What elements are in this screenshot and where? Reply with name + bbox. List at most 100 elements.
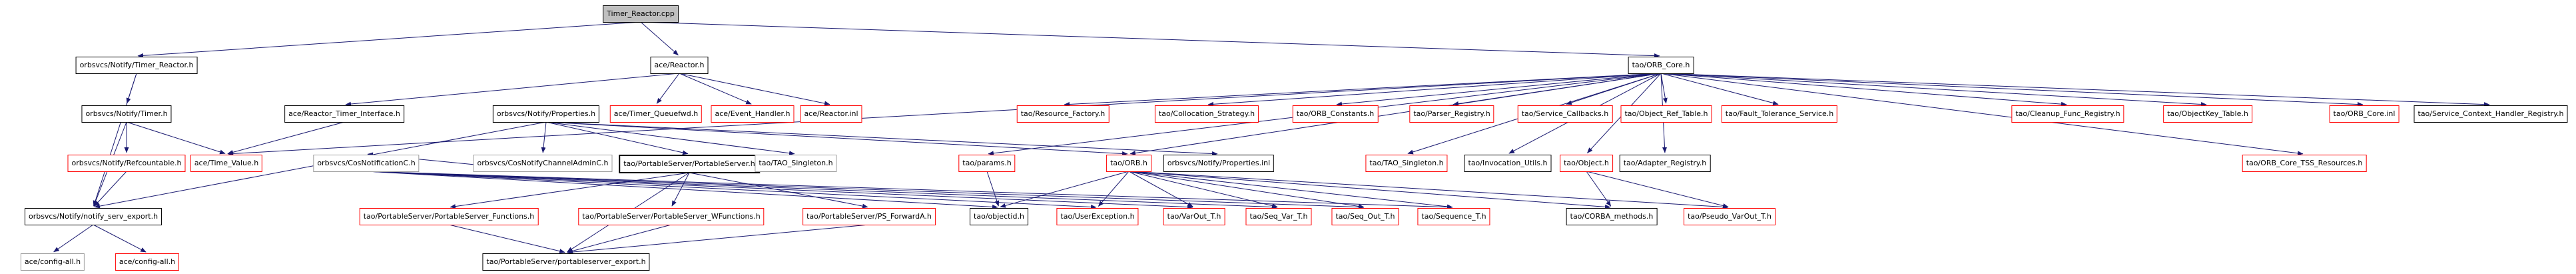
edge-notify-properties-h--tao-portableserver-h xyxy=(545,121,689,155)
graph-node-notify-serv-export-h[interactable]: orbsvcs/Notify/notify_serv_export.h xyxy=(24,208,162,225)
graph-node-notify-refcountable-h[interactable]: orbsvcs/Notify/Refcountable.h xyxy=(67,155,186,172)
edge-notify-timer-reactor-h--notify-serv-export-h xyxy=(93,73,137,207)
graph-node-tao-portableserver-h[interactable]: tao/PortableServer/PortableServer.h xyxy=(619,155,760,173)
graph-node-tao-invocation-utils-h[interactable]: tao/Invocation_Utils.h xyxy=(1464,155,1552,172)
edge-tao-orb-h--tao-userexception-h xyxy=(1098,171,1129,207)
edge-notify-properties-h--tao-tao-singleton-h-1 xyxy=(545,121,795,156)
graph-node-ps-functions-h[interactable]: tao/PortableServer/PortableServer_Functi… xyxy=(359,208,539,225)
edge-tao-portableserver-h--ps-forwarda-h xyxy=(689,172,868,209)
graph-node-notify-timer-reactor-h[interactable]: orbsvcs/Notify/Timer_Reactor.h xyxy=(75,57,198,74)
edge-tao-orb-h--tao-pseudo-varout-t-h xyxy=(1128,171,1729,209)
graph-node-tao-orb-h[interactable]: tao/ORB.h xyxy=(1106,155,1151,172)
edge-notify-properties-h--cosnotifychanneladminc-h xyxy=(541,121,547,153)
edge-timer-reactor-cpp--tao-orb-core-h xyxy=(640,21,1660,59)
graph-node-tao-parser-registry-h[interactable]: tao/Parser_Registry.h xyxy=(1409,105,1494,123)
graph-node-tao-fault-tolerance-service-h[interactable]: tao/Fault_Tolerance_Service.h xyxy=(1721,105,1838,123)
graph-node-ace-reactor-h[interactable]: ace/Reactor.h xyxy=(650,57,709,74)
edge-cosnotificationc-h--tao-seq-var-t-h xyxy=(366,171,1278,210)
edge-ace-reactor-h--ace-reactor-inl xyxy=(679,73,830,106)
graph-node-tao-orb-core-h[interactable]: tao/ORB_Core.h xyxy=(1628,57,1694,74)
edge-notify-refcountable-h--notify-serv-export-h xyxy=(94,171,127,207)
edge-tao-portableserver-h--ps-functions-h xyxy=(450,172,690,209)
graph-node-tao-cleanup-func-registry-h[interactable]: tao/Cleanup_Func_Registry.h xyxy=(2011,105,2124,123)
graph-node-tao-collocation-strategy-h[interactable]: tao/Collocation_Strategy.h xyxy=(1154,105,1259,123)
graph-node-ace-reactor-inl[interactable]: ace/Reactor.inl xyxy=(800,105,862,123)
graph-node-notify-properties-h[interactable]: orbsvcs/Notify/Properties.h xyxy=(492,105,600,123)
edge-tao-orb-core-h--tao-collocation-strategy-h xyxy=(1207,73,1662,107)
graph-node-tao-seq-out-t-h[interactable]: tao/Seq_Out_T.h xyxy=(1331,208,1399,225)
graph-node-ace-config-all-h-1[interactable]: ace/config-all.h xyxy=(20,253,85,271)
graph-node-tao-object-h[interactable]: tao/Object.h xyxy=(1560,155,1613,172)
edge-tao-object-h--tao-pseudo-varout-t-h xyxy=(1586,171,1729,208)
edge-notify-serv-export-h--ace-config-all-h-2 xyxy=(93,224,147,253)
edge-tao-orb-h--tao-varout-t-h xyxy=(1128,171,1193,207)
graph-node-tao-userexception-h[interactable]: tao/UserException.h xyxy=(1056,208,1139,225)
graph-node-notify-timer-h[interactable]: orbsvcs/Notify/Timer.h xyxy=(81,105,172,123)
edge-tao-params-h--tao-objectid-h xyxy=(986,171,1000,207)
edge-timer-reactor-cpp--notify-timer-reactor-h xyxy=(137,21,641,58)
graph-node-tao-varout-t-h[interactable]: tao/VarOut_T.h xyxy=(1163,208,1225,225)
edge-notify-serv-export-h--ace-config-all-h-1 xyxy=(53,224,94,253)
edge-notify-properties-h--tao-orb-h xyxy=(545,121,1128,156)
edge-tao-orb-core-h--tao-orb-core-inl xyxy=(1660,73,2364,107)
graph-node-tao-orb-constants-h[interactable]: tao/ORB_Constants.h xyxy=(1292,105,1379,123)
edge-ps-forwarda-h--portableserver-export-h xyxy=(567,224,870,255)
edge-tao-portableserver-h--ps-wfunctions-h xyxy=(671,172,690,207)
edge-tao-orb-core-h--tao-cleanup-func-registry-h xyxy=(1660,73,2067,107)
graph-node-notify-properties-inl[interactable]: orbsvcs/Notify/Properties.inl xyxy=(1163,155,1275,172)
graph-node-tao-pseudo-varout-t-h[interactable]: tao/Pseudo_VarOut_T.h xyxy=(1684,208,1775,225)
edge-cosnotificationc-h--tao-seq-out-t-h xyxy=(366,171,1365,210)
edge-tao-orb-h--tao-corba-methods-h xyxy=(1128,171,1611,209)
edge-ace-reactor-h--ace-timer-queuefwd-h xyxy=(656,73,680,104)
graph-node-tao-params-h[interactable]: tao/params.h xyxy=(958,155,1016,172)
edge-notify-timer-h--ace-time-value-h xyxy=(126,121,226,155)
graph-node-ps-wfunctions-h[interactable]: tao/PortableServer/PortableServer_WFunct… xyxy=(578,208,765,225)
graph-node-tao-sequence-t-h[interactable]: tao/Sequence_T.h xyxy=(1417,208,1490,225)
edge-tao-orb-h--tao-seq-out-t-h xyxy=(1128,171,1365,209)
edge-tao-orb-core-h--tao-fault-tolerance-service-h xyxy=(1660,73,1779,105)
edge-tao-orb-core-h--tao-objectkey-table-h xyxy=(1660,73,2207,107)
graph-node-ps-forwarda-h[interactable]: tao/PortableServer/PS_ForwardA.h xyxy=(803,208,936,225)
edge-ps-functions-h--portableserver-export-h xyxy=(448,224,565,254)
graph-node-tao-corba-methods-h[interactable]: tao/CORBA_methods.h xyxy=(1566,208,1658,225)
edge-ps-wfunctions-h--portableserver-export-h xyxy=(567,224,672,253)
edge-tao-orb-h--tao-objectid-h xyxy=(1000,171,1129,208)
edge-ace-reactor-h--ace-event-handler-h xyxy=(679,73,752,105)
graph-node-tao-seq-var-t-h[interactable]: tao/Seq_Var_T.h xyxy=(1245,208,1312,225)
graph-node-ace-reactor-timer-interface-h[interactable]: ace/Reactor_Timer_Interface.h xyxy=(284,105,404,123)
edge-tao-orb-core-h--tao-object-ref-table-h xyxy=(1660,73,1668,104)
edge-tao-orb-core-h--tao-orb-core-tss-resources-h xyxy=(1660,73,2304,156)
edge-tao-orb-core-h--ace-time-value-h xyxy=(227,73,1662,156)
edge-cosnotificationc-h--tao-objectid-h xyxy=(366,171,998,209)
graph-node-tao-objectkey-table-h[interactable]: tao/ObjectKey_Table.h xyxy=(2163,105,2252,123)
graph-node-portableserver-export-h[interactable]: tao/PortableServer/portableserver_export… xyxy=(482,253,650,271)
graph-node-tao-orb-core-inl[interactable]: tao/ORB_Core.inl xyxy=(2329,105,2400,123)
graph-node-ace-timer-queuefwd-h[interactable]: ace/Timer_Queuefwd.h xyxy=(609,105,703,123)
edge-cosnotificationc-h--tao-varout-t-h xyxy=(366,171,1193,210)
edge-tao-orb-core-h--tao-orb-constants-h xyxy=(1336,73,1662,107)
graph-node-tao-orb-core-tss-resources-h[interactable]: tao/ORB_Core_TSS_Resources.h xyxy=(2242,155,2367,172)
edge-tao-orb-h--tao-seq-var-t-h xyxy=(1128,171,1278,209)
graph-node-tao-tao-singleton-h-1[interactable]: tao/TAO_Singleton.h xyxy=(755,155,837,172)
graph-node-cosnotifychanneladminc-h[interactable]: orbsvcs/CosNotifyChannelAdminC.h xyxy=(473,155,613,172)
graph-node-ace-time-value-h[interactable]: ace/Time_Value.h xyxy=(190,155,263,172)
graph-node-tao-tao-singleton-h-2[interactable]: tao/TAO_Singleton.h xyxy=(1365,155,1448,172)
graph-node-tao-resource-factory-h[interactable]: tao/Resource_Factory.h xyxy=(1016,105,1110,123)
graph-node-timer-reactor-cpp[interactable]: Timer_Reactor.cpp xyxy=(603,5,679,23)
edge-tao-orb-core-h--tao-orb-h xyxy=(1129,73,1662,155)
graph-node-ace-config-all-h-2[interactable]: ace/config-all.h xyxy=(115,253,180,271)
edge-timer-reactor-cpp--ace-reactor-h xyxy=(640,21,679,56)
edge-tao-orb-core-h--tao-service-context-handler-registry-h xyxy=(1660,73,2490,107)
edge-tao-orb-core-h--tao-resource-factory-h xyxy=(1064,73,1662,107)
edge-tao-orb-h--tao-sequence-t-h xyxy=(1128,171,1453,209)
graph-node-tao-object-ref-table-h[interactable]: tao/Object_Ref_Table.h xyxy=(1620,105,1712,123)
graph-node-tao-adapter-registry-h[interactable]: tao/Adapter_Registry.h xyxy=(1619,155,1711,172)
edge-cosnotificationc-h--tao-sequence-t-h xyxy=(366,171,1453,210)
edge-tao-object-h--tao-corba-methods-h xyxy=(1586,171,1612,207)
graph-node-ace-event-handler-h[interactable]: ace/Event_Handler.h xyxy=(711,105,795,123)
graph-node-tao-service-context-handler-registry-h[interactable]: tao/Service_Context_Handler_Registry.h xyxy=(2414,105,2568,123)
graph-node-cosnotificationc-h[interactable]: orbsvcs/CosNotificationC.h xyxy=(313,155,420,172)
graph-node-tao-objectid-h[interactable]: tao/objectid.h xyxy=(970,208,1028,225)
graph-node-tao-service-callbacks-h[interactable]: tao/Service_Callbacks.h xyxy=(1517,105,1613,123)
